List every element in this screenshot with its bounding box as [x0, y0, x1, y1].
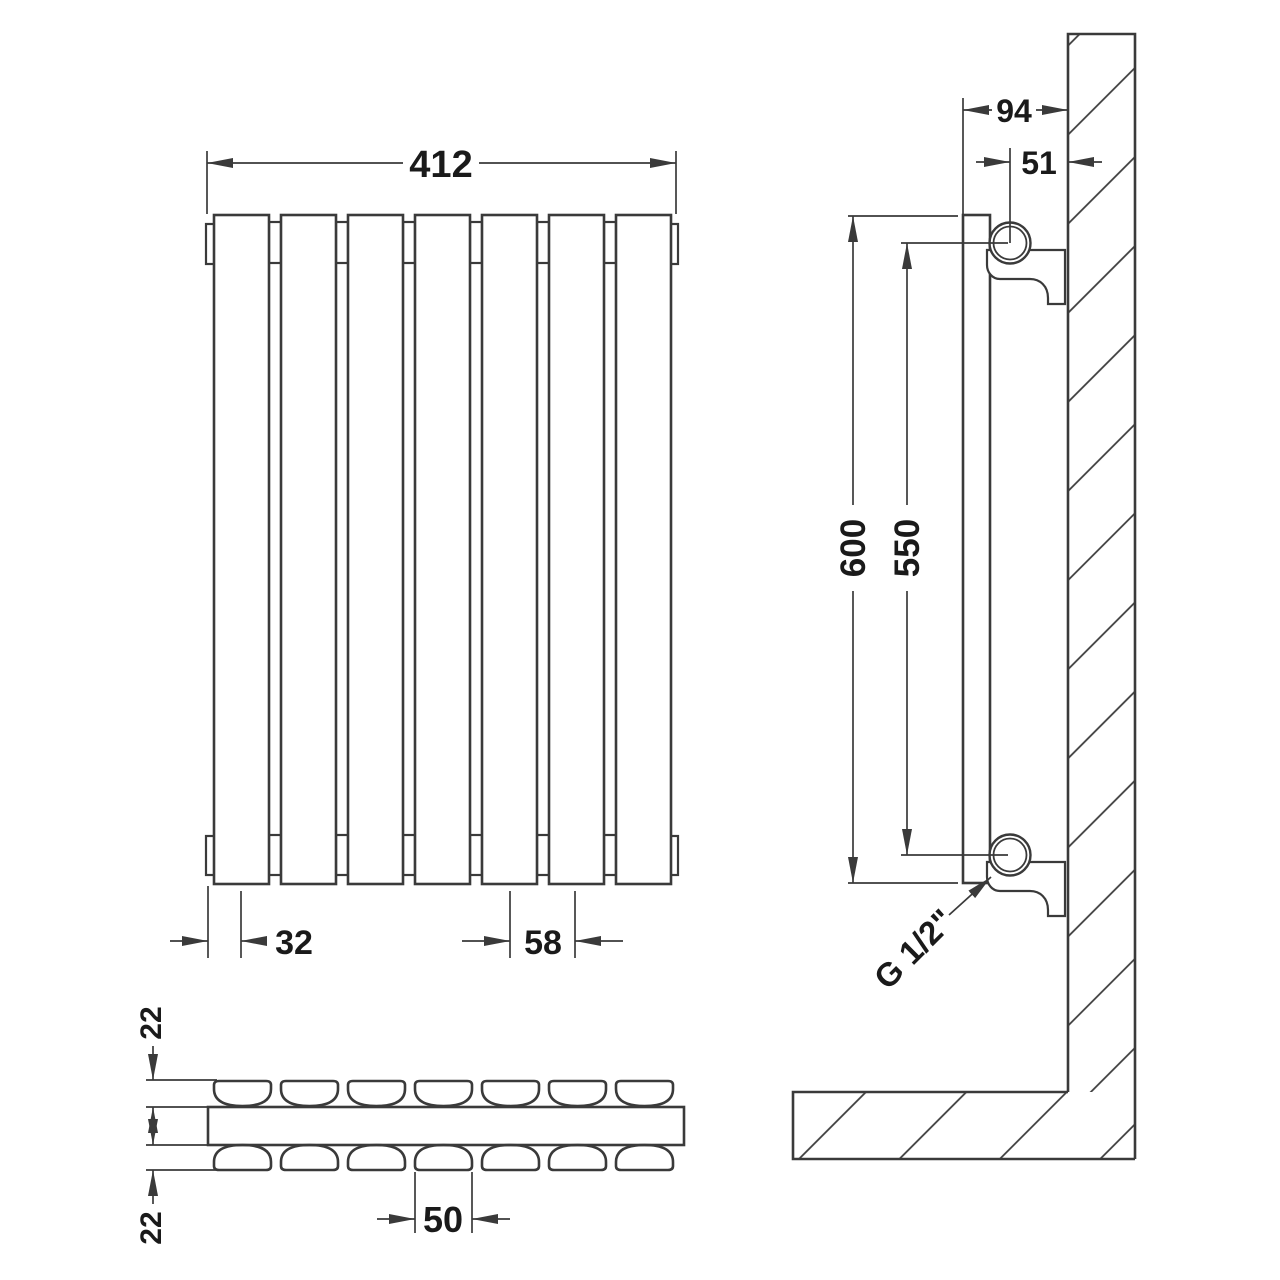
- floor: [791, 1090, 1135, 1161]
- plan-view: 22 22 50: [135, 1006, 686, 1245]
- dim-bottom-depth-label: 22: [135, 1211, 168, 1244]
- wall: [1066, 32, 1137, 1159]
- radiator-slat: [614, 213, 673, 886]
- radiator-slat: [547, 213, 606, 886]
- top-header-connectors: [267, 220, 618, 265]
- wall-hatch: [1068, 34, 1135, 1092]
- dim-top-depth-label: 22: [135, 1006, 168, 1039]
- dim-pipe-wall-distance-label: 51: [1021, 145, 1057, 181]
- radiator-slat: [346, 213, 405, 886]
- dim-pipe-centres: 550: [888, 242, 1008, 856]
- plan-bottom-panels: [212, 1143, 675, 1172]
- floor-hatch: [793, 1092, 1135, 1159]
- radiator-slats: [212, 213, 673, 886]
- dim-edge-to-channel: 32: [170, 886, 313, 962]
- radiator-slat: [279, 213, 338, 886]
- dim-panel-depths: 22 22: [135, 1006, 168, 1244]
- front-view: 412 32 58: [170, 144, 680, 962]
- dim-channel-pitch: 58: [462, 891, 623, 962]
- radiator-side-profile: [961, 213, 992, 885]
- dim-pipe-centres-label: 550: [888, 519, 927, 577]
- dim-panel-offset-label: 32: [275, 924, 313, 962]
- dim-overall-width: 412: [206, 144, 677, 214]
- central-water-channel: [206, 1105, 686, 1147]
- dim-overall-width-label: 412: [409, 144, 472, 186]
- dim-panel-width: 50: [377, 1172, 510, 1240]
- dim-wall-distance-label: 94: [996, 93, 1032, 129]
- radiator-slat: [480, 213, 539, 886]
- dim-overall-height: 600: [834, 215, 958, 884]
- radiator-slat: [413, 213, 472, 886]
- dim-panel-width-label: 50: [423, 1199, 463, 1240]
- plan-top-panels: [212, 1079, 675, 1108]
- pipe-thread-callout: G 1/2": [867, 876, 992, 996]
- dim-pipe-to-wall: 51: [976, 145, 1102, 243]
- dim-front-to-wall: 94: [962, 93, 1068, 215]
- dim-panel-pitch-label: 58: [524, 924, 562, 962]
- radiator-slat: [212, 213, 271, 886]
- dim-height-label: 600: [834, 519, 873, 577]
- side-view: 600 550 94 51 G 1/2": [791, 32, 1137, 1161]
- pipe-thread-label: G 1/2": [867, 902, 961, 996]
